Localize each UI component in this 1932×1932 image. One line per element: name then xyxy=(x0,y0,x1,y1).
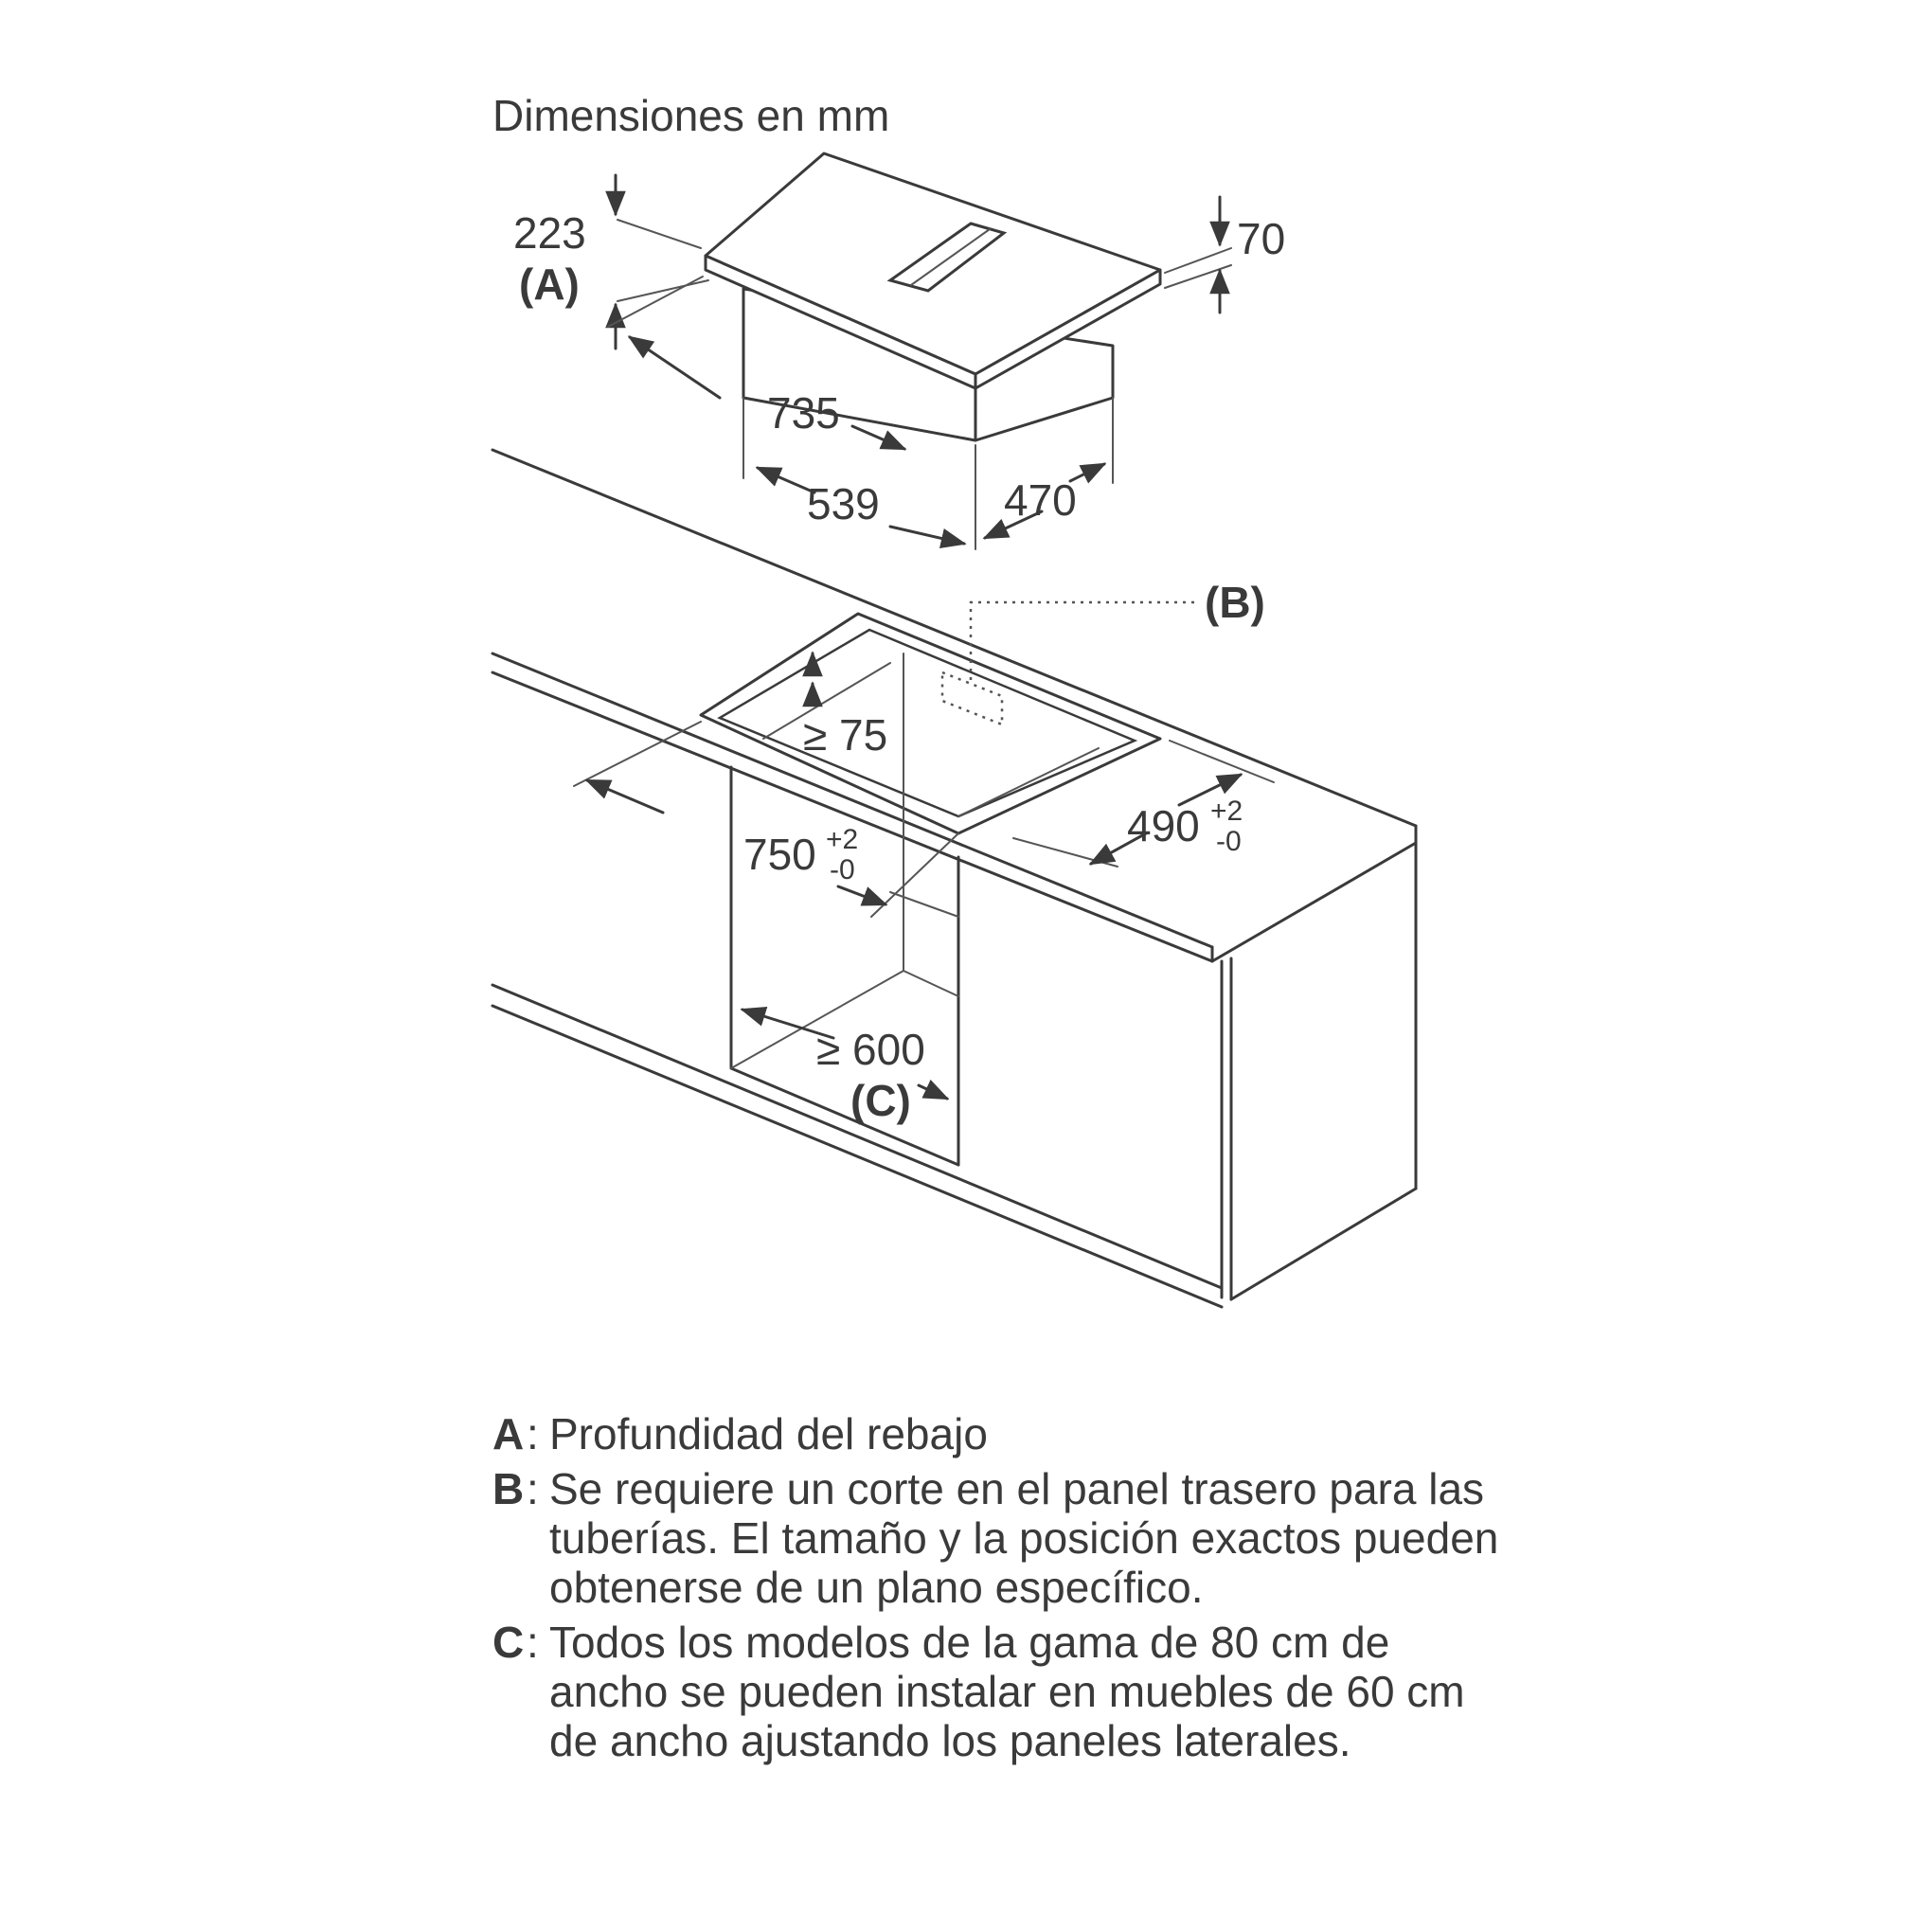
cabinet-marker-c: (C) xyxy=(850,1076,911,1125)
legend-key: B xyxy=(492,1464,525,1513)
hob-height-label: 70 xyxy=(1237,214,1285,263)
min-depth-label: ≥ 75 xyxy=(803,710,887,760)
dimension-750: 750 +2 -0 xyxy=(573,721,959,918)
cutout-depth-tol-minus: -0 xyxy=(1216,826,1242,857)
dimension-70: 70 xyxy=(1164,195,1285,314)
legend-text: Todos los modelos de la gama de 80 cm de… xyxy=(549,1618,1465,1765)
legend-key: A xyxy=(492,1409,525,1458)
legend-text: Profundidad del rebajo xyxy=(549,1409,988,1458)
legend-item-b: B : Se requiere un corte en el panel tra… xyxy=(492,1464,1515,1612)
backpanel-marker-b: (B) xyxy=(1205,578,1265,627)
dimension-539-470: 539 470 xyxy=(742,397,1114,550)
cutout-depth-tol-plus: +2 xyxy=(1210,796,1243,827)
cabinet-width-label: ≥ 600 xyxy=(816,1025,925,1074)
hob-drawing xyxy=(704,152,1162,442)
hob-depth-label: 223 xyxy=(513,208,586,258)
recess-marker-a: (A) xyxy=(519,259,580,309)
legend-item-c: C : Todos los modelos de la gama de 80 c… xyxy=(492,1618,1515,1765)
legend-key: C xyxy=(492,1618,525,1667)
cutout-depth-label: 490 xyxy=(1127,801,1200,850)
dimension-min-75: ≥ 75 xyxy=(802,651,887,760)
dimension-490: 490 +2 -0 xyxy=(1012,740,1275,868)
base-depth-label: 470 xyxy=(1004,475,1077,525)
base-width-label: 539 xyxy=(807,479,880,528)
cutout-width-tol-minus: -0 xyxy=(830,854,855,886)
dimension-cabinet-600: ≥ 600 (C) xyxy=(740,1006,950,1125)
cabinet-drawing xyxy=(491,448,1418,1309)
cutout-width-tol-plus: +2 xyxy=(826,824,858,855)
backpanel-cutout-b: (B) xyxy=(940,578,1265,726)
hob-length-label: 735 xyxy=(767,388,840,438)
legend-text: Se requiere un corte en el panel trasero… xyxy=(549,1464,1499,1612)
legend-item-a: A : Profundidad del rebajo xyxy=(492,1409,1515,1458)
legend: A : Profundidad del rebajo B : Se requie… xyxy=(492,1409,1515,1771)
dimension-223: 223 (A) xyxy=(513,173,709,350)
cutout-width-label: 750 xyxy=(743,830,816,879)
diagram-title: Dimensiones en mm xyxy=(492,91,889,140)
dimension-735: 735 xyxy=(607,276,907,451)
